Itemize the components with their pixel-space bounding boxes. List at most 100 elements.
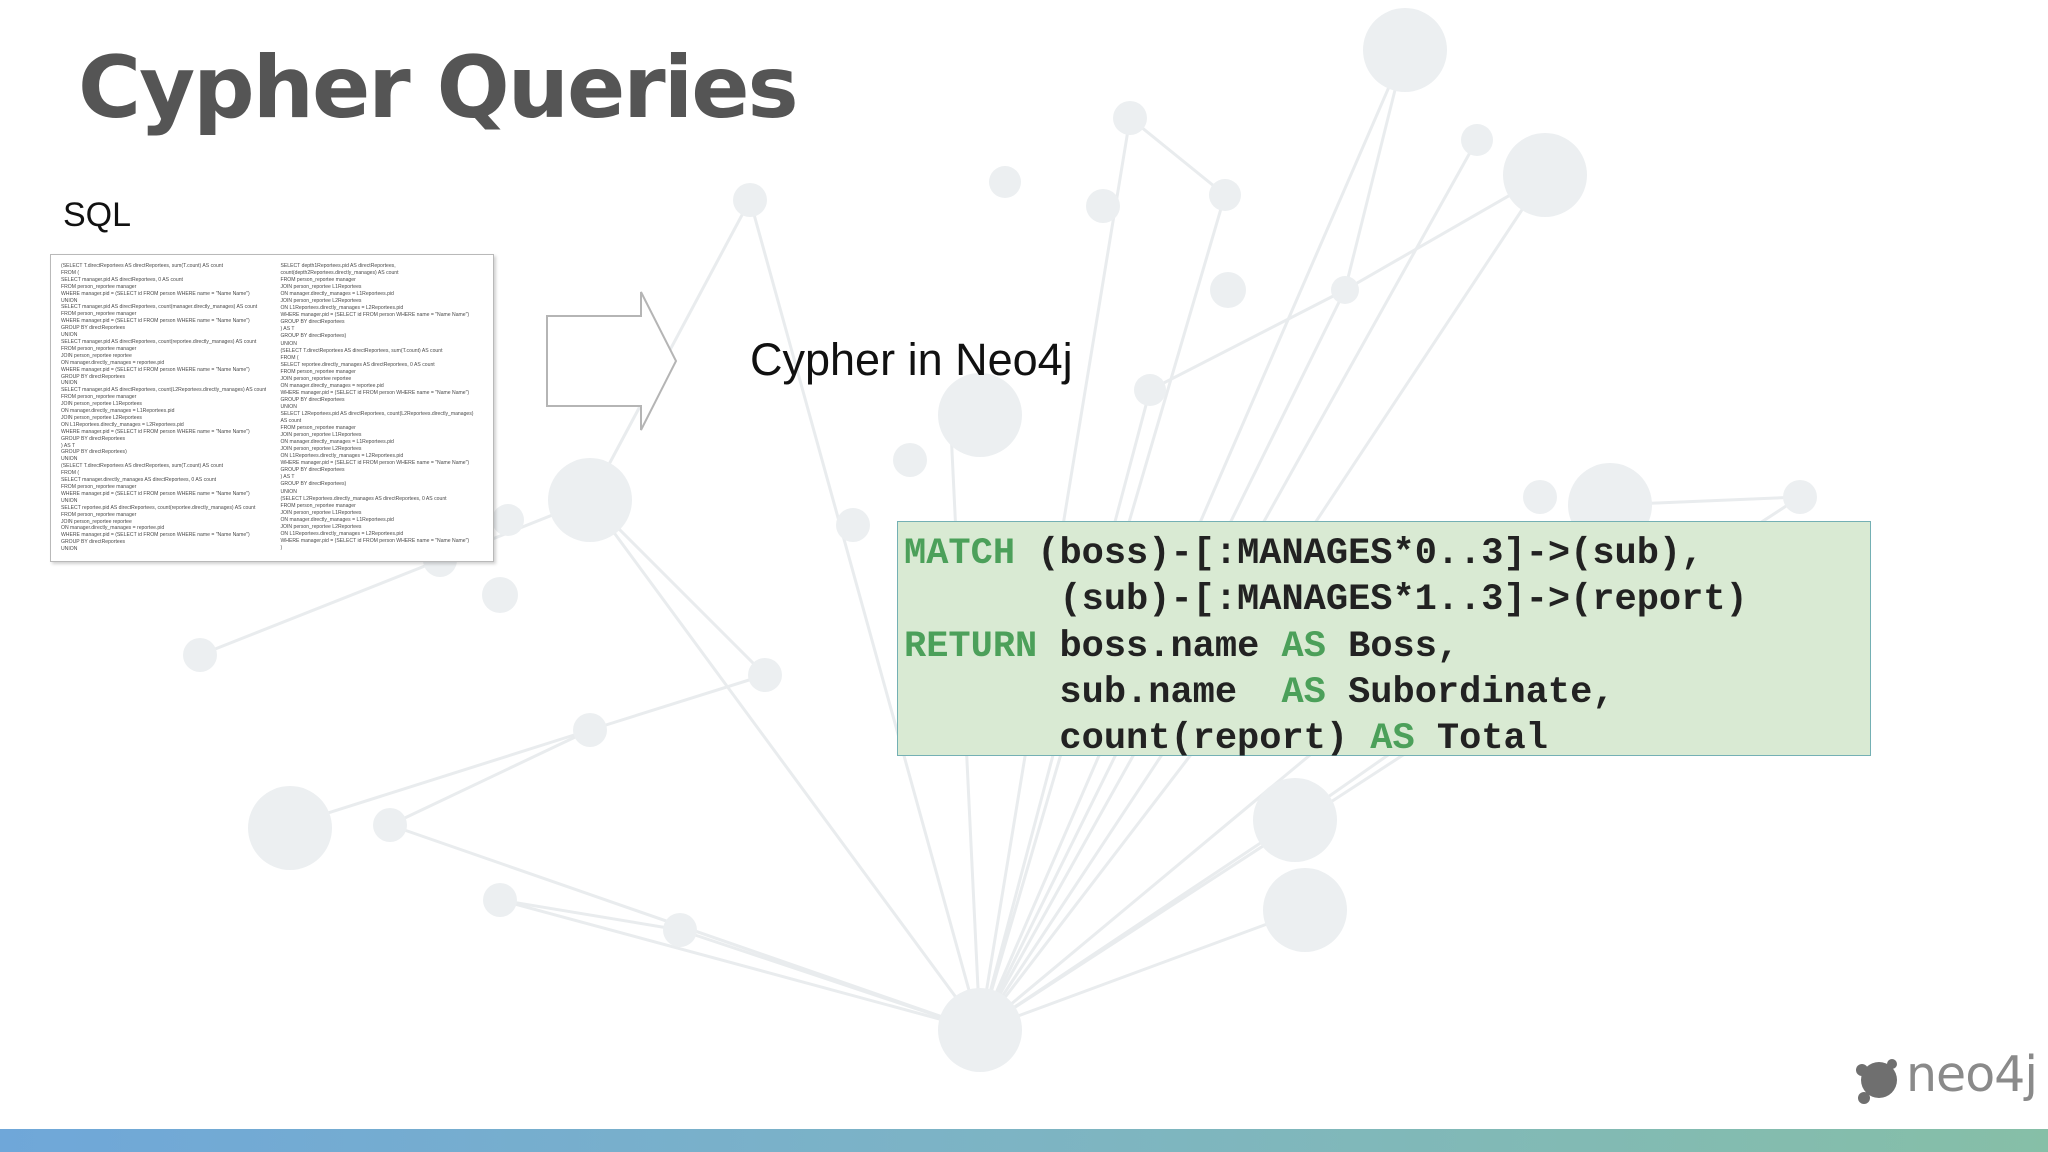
code-keyword: AS [1281,671,1326,714]
code-text: (boss)-[:MANAGES*0..3]->(sub), [1015,533,1704,575]
sql-line: SELECT manager.pid AS directReportees, c… [61,304,258,311]
slide-title: Cypher Queries [78,38,799,138]
cypher-label: Cypher in Neo4j [750,334,1073,385]
sql-line: ON L1Reportees.directly_manages = L2Repo… [280,530,404,537]
sql-line: SELECT reportee.directly_manages AS dire… [280,361,435,368]
sql-line: ON manager.directly_manages = L1Reportee… [280,516,394,523]
sql-line: (SELECT T.directReportees AS directRepor… [280,347,443,354]
sql-line: FROM person_reportee manager [61,345,137,352]
sql-line: SELECT manager.directly_manages AS direc… [61,477,217,484]
sql-line: ON L1Reportees.directly_manages = L2Repo… [61,421,184,428]
sql-line: JOIN person_reportee L1Reportees [61,401,142,408]
sql-line: GROUP BY directReportees [61,435,126,442]
sql-line: WHERE manager.pid = (SELECT id FROM pers… [280,312,470,319]
neo4j-logo-icon [1856,1059,1897,1104]
neo4j-logo-text: neo4j [1906,1046,2038,1103]
sql-line: JOIN person_reportee reportee [280,375,352,382]
sql-line: GROUP BY directReportees) [61,449,127,456]
sql-line: UNION [61,456,78,463]
sql-line: JOIN person_reportee L2Reportees [280,298,362,305]
code-text: boss.name [1037,625,1282,668]
code-line-4: sub.name AS Subordinate, [904,670,1870,716]
code-line-3: RETURN boss.name AS Boss, [904,624,1870,670]
code-keyword: MATCH [904,533,1016,575]
bottom-accent-bar [0,1129,2048,1152]
sql-line: FROM ( [280,354,299,361]
sql-line: ) AS T [61,442,76,449]
sql-line: FROM person_reportee manager [280,425,356,432]
sql-line: FROM person_reportee manager [280,502,356,509]
sql-line: FROM ( [61,470,80,477]
sql-line: FROM person_reportee manager [61,311,137,318]
sql-line: JOIN person_reportee L1Reportees [280,509,362,516]
code-line-5: count(report) AS Total [904,716,1870,762]
sql-line: WHERE manager.pid = (SELECT id FROM pers… [280,537,470,544]
sql-line: JOIN person_reportee L1Reportees [280,432,362,439]
sql-line: UNION [61,380,78,387]
sql-line: GROUP BY directReportees) [280,333,347,340]
sql-line: FROM person_reportee manager [61,283,137,290]
sql-line: WHERE manager.pid = (SELECT id FROM pers… [61,428,250,435]
sql-line: UNION [280,403,297,410]
sql-line: (SELECT T.directReportees AS directRepor… [61,463,224,470]
code-text: Boss, [1325,625,1460,668]
code-keyword: RETURN [904,625,1038,668]
sql-line: count(depth2Reportees.directly_manages) … [280,270,399,277]
sql-line: ON manager.directly_manages = L1Reportee… [61,408,175,415]
sql-line: GROUP BY directReportees [61,325,126,332]
sql-line: ) AS T [280,474,295,481]
sql-line: WHERE manager.pid = (SELECT id FROM pers… [280,460,470,467]
sql-line: GROUP BY directReportees [61,373,126,380]
sql-line: UNION [280,488,297,495]
code-text: Subordinate, [1325,671,1615,714]
sql-line: ON L1Reportees.directly_manages = L2Repo… [280,305,404,312]
sql-line: ) AS T [280,326,295,333]
sql-line: UNION [61,546,78,553]
sql-line: WHERE manager.pid = (SELECT id FROM pers… [280,389,470,396]
cypher-code-block: MATCH (boss)-[:MANAGES*0..3]->(sub), (su… [897,521,1871,760]
sql-line: SELECT manager.pid AS directReportees, c… [61,338,257,345]
sql-line: ON manager.directly_manages = L1Reportee… [280,291,394,298]
sql-line: ON L1Reportees.directly_manages = L2Repo… [280,453,404,460]
sql-line: WHERE manager.pid = (SELECT id FROM pers… [61,290,250,297]
sql-line: SELECT L2Reportees.pid AS directReportee… [280,410,474,417]
code-keyword: AS [1281,625,1326,668]
sql-label: SQL [63,196,132,234]
sql-line: JOIN person_reportee L2Reportees [61,414,142,421]
sql-line: ON manager.directly_manages = reportee.p… [280,382,384,389]
sql-line: FROM person_reportee manager [280,277,356,284]
sql-line: SELECT manager.pid AS directReportees, 0… [61,276,183,283]
sql-line: UNION [61,332,78,339]
sql-line: UNION [280,340,297,347]
code-line-2: (sub)-[:MANAGES*1..3]->(report) [904,577,1870,623]
sql-line: GROUP BY directReportees [280,396,345,403]
sql-line: GROUP BY directReportees [61,539,126,546]
code-keyword: AS [1370,718,1415,761]
sql-line: JOIN person_reportee reportee [61,518,132,525]
sql-line: JOIN person_reportee reportee [61,352,132,359]
sql-line: FROM person_reportee manager [61,394,137,401]
sql-line: ON manager.directly_manages = L1Reportee… [280,439,394,446]
sql-line: WHERE manager.pid = (SELECT id FROM pers… [61,490,250,497]
sql-line: UNION [61,297,78,304]
sql-line: FROM person_reportee manager [61,511,137,518]
sql-line: GROUP BY directReportees [280,467,345,474]
sql-line: FROM person_reportee manager [280,368,356,375]
right-arrow-icon [546,291,678,431]
sql-line: SELECT manager.pid AS directReportees, c… [61,387,267,394]
sql-line: ) [280,544,283,551]
sql-left-column: (SELECT T.directReportees AS directRepor… [61,263,266,553]
sql-line: SELECT depth1Reportees.pid AS directRepo… [280,263,396,269]
sql-line: UNION [61,497,78,504]
sql-line: ON manager.directly_manages = reportee.p… [61,525,165,532]
sql-line: WHERE manager.pid = (SELECT id FROM pers… [61,532,250,539]
sql-line: GROUP BY directReportees [280,319,345,326]
sql-line: ON manager.directly_manages = reportee.p… [61,359,165,366]
sql-query-thumbnail: (SELECT T.directReportees AS directRepor… [50,254,494,562]
sql-line: SELECT reportee.pid AS directReportees, … [61,504,256,511]
code-text: Total [1414,718,1548,761]
code-line-1: MATCH (boss)-[:MANAGES*0..3]->(sub), [904,531,1870,577]
sql-line: WHERE manager.pid = (SELECT id FROM pers… [61,366,250,373]
sql-line: WHERE manager.pid = (SELECT id FROM pers… [61,318,250,325]
code-text: (sub)-[:MANAGES*1..3]->(report) [904,579,1748,622]
